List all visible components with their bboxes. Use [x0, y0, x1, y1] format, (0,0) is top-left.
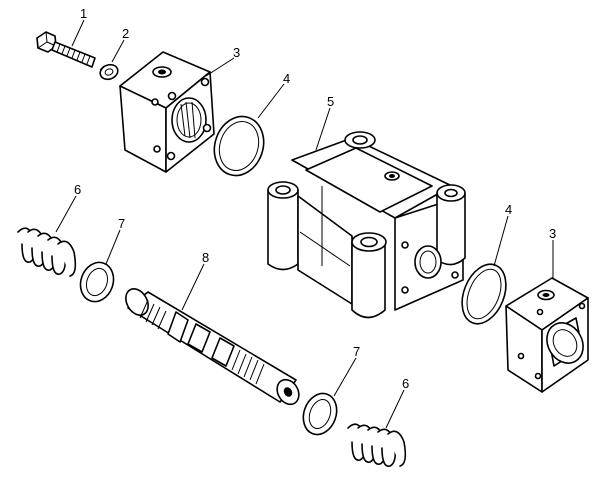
callout-8: 8: [202, 250, 209, 265]
o-ring-lower-part: [461, 263, 507, 325]
bolt-part: [36, 31, 96, 68]
callout-numbers: 1 2 3 4 5 4 3 6 7 8 7 6: [74, 6, 556, 391]
callout-5: 5: [327, 94, 334, 109]
flat-washer-upper-part: [79, 261, 115, 303]
valve-body-part: [267, 131, 466, 319]
callout-3-upper: 3: [233, 45, 240, 60]
leader-lines: [55, 19, 554, 429]
callout-4-upper: 4: [283, 71, 290, 86]
callout-6-lower: 6: [402, 376, 409, 391]
flange-block-upper-part: [119, 51, 215, 173]
callout-6-upper: 6: [74, 182, 81, 197]
spring-lower-part: [347, 423, 407, 467]
o-ring-upper-part: [213, 115, 265, 177]
callout-1: 1: [80, 6, 87, 21]
callout-7-upper: 7: [118, 216, 125, 231]
callout-2: 2: [122, 26, 129, 41]
flange-block-lower-part: [505, 277, 589, 393]
callout-3-lower: 3: [549, 226, 556, 241]
spool-part: [125, 288, 300, 406]
callout-4-lower: 4: [505, 202, 512, 217]
spring-upper-part: [17, 227, 77, 277]
callout-7-lower: 7: [353, 344, 360, 359]
flat-washer-lower-part: [302, 392, 338, 436]
lock-washer-part: [99, 63, 119, 81]
